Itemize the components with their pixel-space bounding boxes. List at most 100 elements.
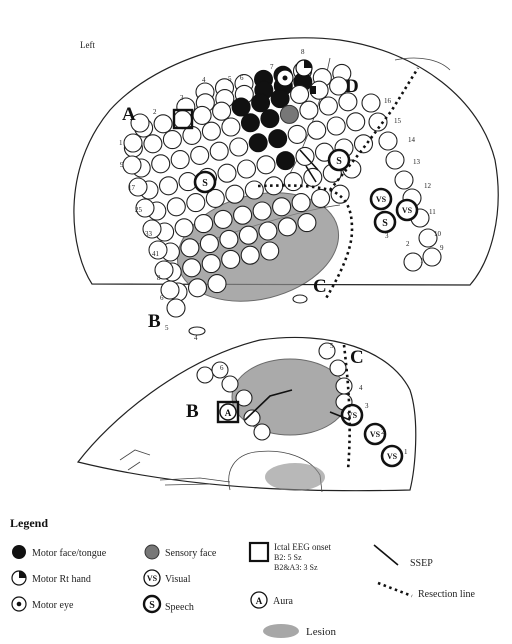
- electrode: [261, 242, 279, 260]
- electrode: [259, 222, 277, 240]
- electrode: [175, 219, 193, 237]
- svg-text:Motor face/tongue: Motor face/tongue: [32, 548, 107, 559]
- svg-text:VS: VS: [376, 195, 387, 204]
- electrode: [265, 177, 283, 195]
- electrode: [395, 171, 413, 189]
- electrode: [252, 94, 270, 112]
- electrode: [288, 125, 306, 143]
- motor-hand-marker: [310, 86, 316, 94]
- svg-text:12: 12: [424, 182, 432, 190]
- legend-item-speech: S Speech: [144, 596, 194, 613]
- electrode: [253, 202, 271, 220]
- electrode: [218, 164, 236, 182]
- electrode: [280, 105, 298, 123]
- electrode: [161, 281, 179, 299]
- electrode: [312, 189, 330, 207]
- electrode: [213, 102, 231, 120]
- svg-text:4: 4: [202, 76, 206, 84]
- svg-text:Aura: Aura: [273, 596, 294, 607]
- svg-text:10: 10: [434, 230, 442, 238]
- inferior-view: A VS VS VS B C 1 2 3 4 5 6: [78, 337, 416, 492]
- svg-text:VS: VS: [370, 430, 381, 439]
- svg-text:VS: VS: [387, 452, 398, 461]
- legend: Legend Motor face/tongue Motor Rt hand M…: [10, 516, 475, 638]
- svg-text:3: 3: [180, 94, 184, 102]
- svg-text:6: 6: [220, 364, 224, 372]
- electrode: [222, 118, 240, 136]
- svg-text:9: 9: [120, 161, 124, 169]
- grid-label-D: D: [345, 76, 359, 97]
- svg-text:Speech: Speech: [165, 602, 194, 613]
- electrode: [298, 214, 316, 232]
- electrode: [160, 177, 178, 195]
- svg-text:B2: 5 Sz: B2: 5 Sz: [274, 553, 302, 562]
- svg-text:16: 16: [384, 97, 392, 105]
- speech-electrode-3: S: [375, 212, 395, 232]
- svg-text:B2&A3: 3 Sz: B2&A3: 3 Sz: [274, 563, 318, 572]
- svg-text:Ictal EEG onset: Ictal EEG onset: [274, 542, 331, 552]
- legend-title: Legend: [10, 516, 48, 530]
- svg-text:6: 6: [240, 74, 244, 82]
- electrode: [331, 185, 349, 203]
- electrode: [232, 98, 250, 116]
- svg-text:17: 17: [128, 184, 136, 192]
- svg-text:2: 2: [381, 428, 385, 436]
- electrode: [386, 151, 404, 169]
- motor-eye-electrode: [277, 70, 293, 86]
- electrode: [362, 94, 380, 112]
- electrode: [257, 156, 275, 174]
- electrode: [234, 206, 252, 224]
- electrode: [379, 132, 397, 150]
- svg-text:VS: VS: [402, 206, 413, 215]
- electrode: [226, 185, 244, 203]
- legend-item-sensory-face: Sensory face: [145, 545, 217, 559]
- svg-text:8: 8: [157, 274, 161, 282]
- electrode: [277, 152, 295, 170]
- electrode: [327, 117, 345, 135]
- svg-text:41: 41: [152, 250, 160, 258]
- svg-text:4: 4: [359, 384, 363, 392]
- electrode: [208, 275, 226, 293]
- legend-item-aura: A Aura: [251, 592, 294, 608]
- electrode: [210, 142, 228, 160]
- electrode: [189, 279, 207, 297]
- electrode: [269, 130, 287, 148]
- electrode: [193, 106, 211, 124]
- svg-text:2: 2: [153, 108, 157, 116]
- electrode: [144, 135, 162, 153]
- visual-electrode-inf-1: VS: [342, 405, 362, 425]
- svg-text:11: 11: [429, 208, 436, 216]
- svg-text:25: 25: [135, 206, 143, 214]
- electrode: [300, 101, 318, 119]
- svg-text:5: 5: [330, 342, 334, 350]
- electrode: [249, 134, 267, 152]
- electrode: [171, 151, 189, 169]
- visual-electrode-inf-3: VS: [382, 446, 402, 466]
- svg-text:S: S: [202, 178, 208, 189]
- electrode: [174, 111, 192, 129]
- legend-item-motor-face: Motor face/tongue: [12, 545, 107, 559]
- svg-text:15: 15: [394, 117, 402, 125]
- legend-item-visual: VS Visual: [144, 570, 191, 586]
- electrode: [241, 246, 259, 264]
- svg-text:1: 1: [404, 448, 408, 456]
- legend-item-lesion: Lesion: [263, 624, 336, 638]
- electrode: [254, 424, 270, 440]
- legend-item-motor-eye: Motor eye: [12, 597, 74, 611]
- motor-hand-electrode: [296, 60, 312, 76]
- svg-text:Sensory face: Sensory face: [165, 548, 217, 559]
- svg-text:Motor Rt hand: Motor Rt hand: [32, 574, 91, 585]
- electrode: [278, 218, 296, 236]
- svg-text:A: A: [256, 596, 263, 606]
- electrode: [245, 181, 263, 199]
- electrode: [181, 239, 199, 257]
- electrode: [347, 113, 365, 131]
- visual-electrode-2: VS: [397, 200, 417, 220]
- legend-item-ictal-onset: Ictal EEG onset B2: 5 Sz B2&A3: 3 Sz: [250, 542, 331, 572]
- svg-text:S: S: [382, 218, 388, 229]
- svg-text:1: 1: [420, 257, 424, 265]
- grid-label-A: A: [122, 104, 136, 125]
- electrode: [167, 299, 185, 317]
- svg-text:6: 6: [160, 294, 164, 302]
